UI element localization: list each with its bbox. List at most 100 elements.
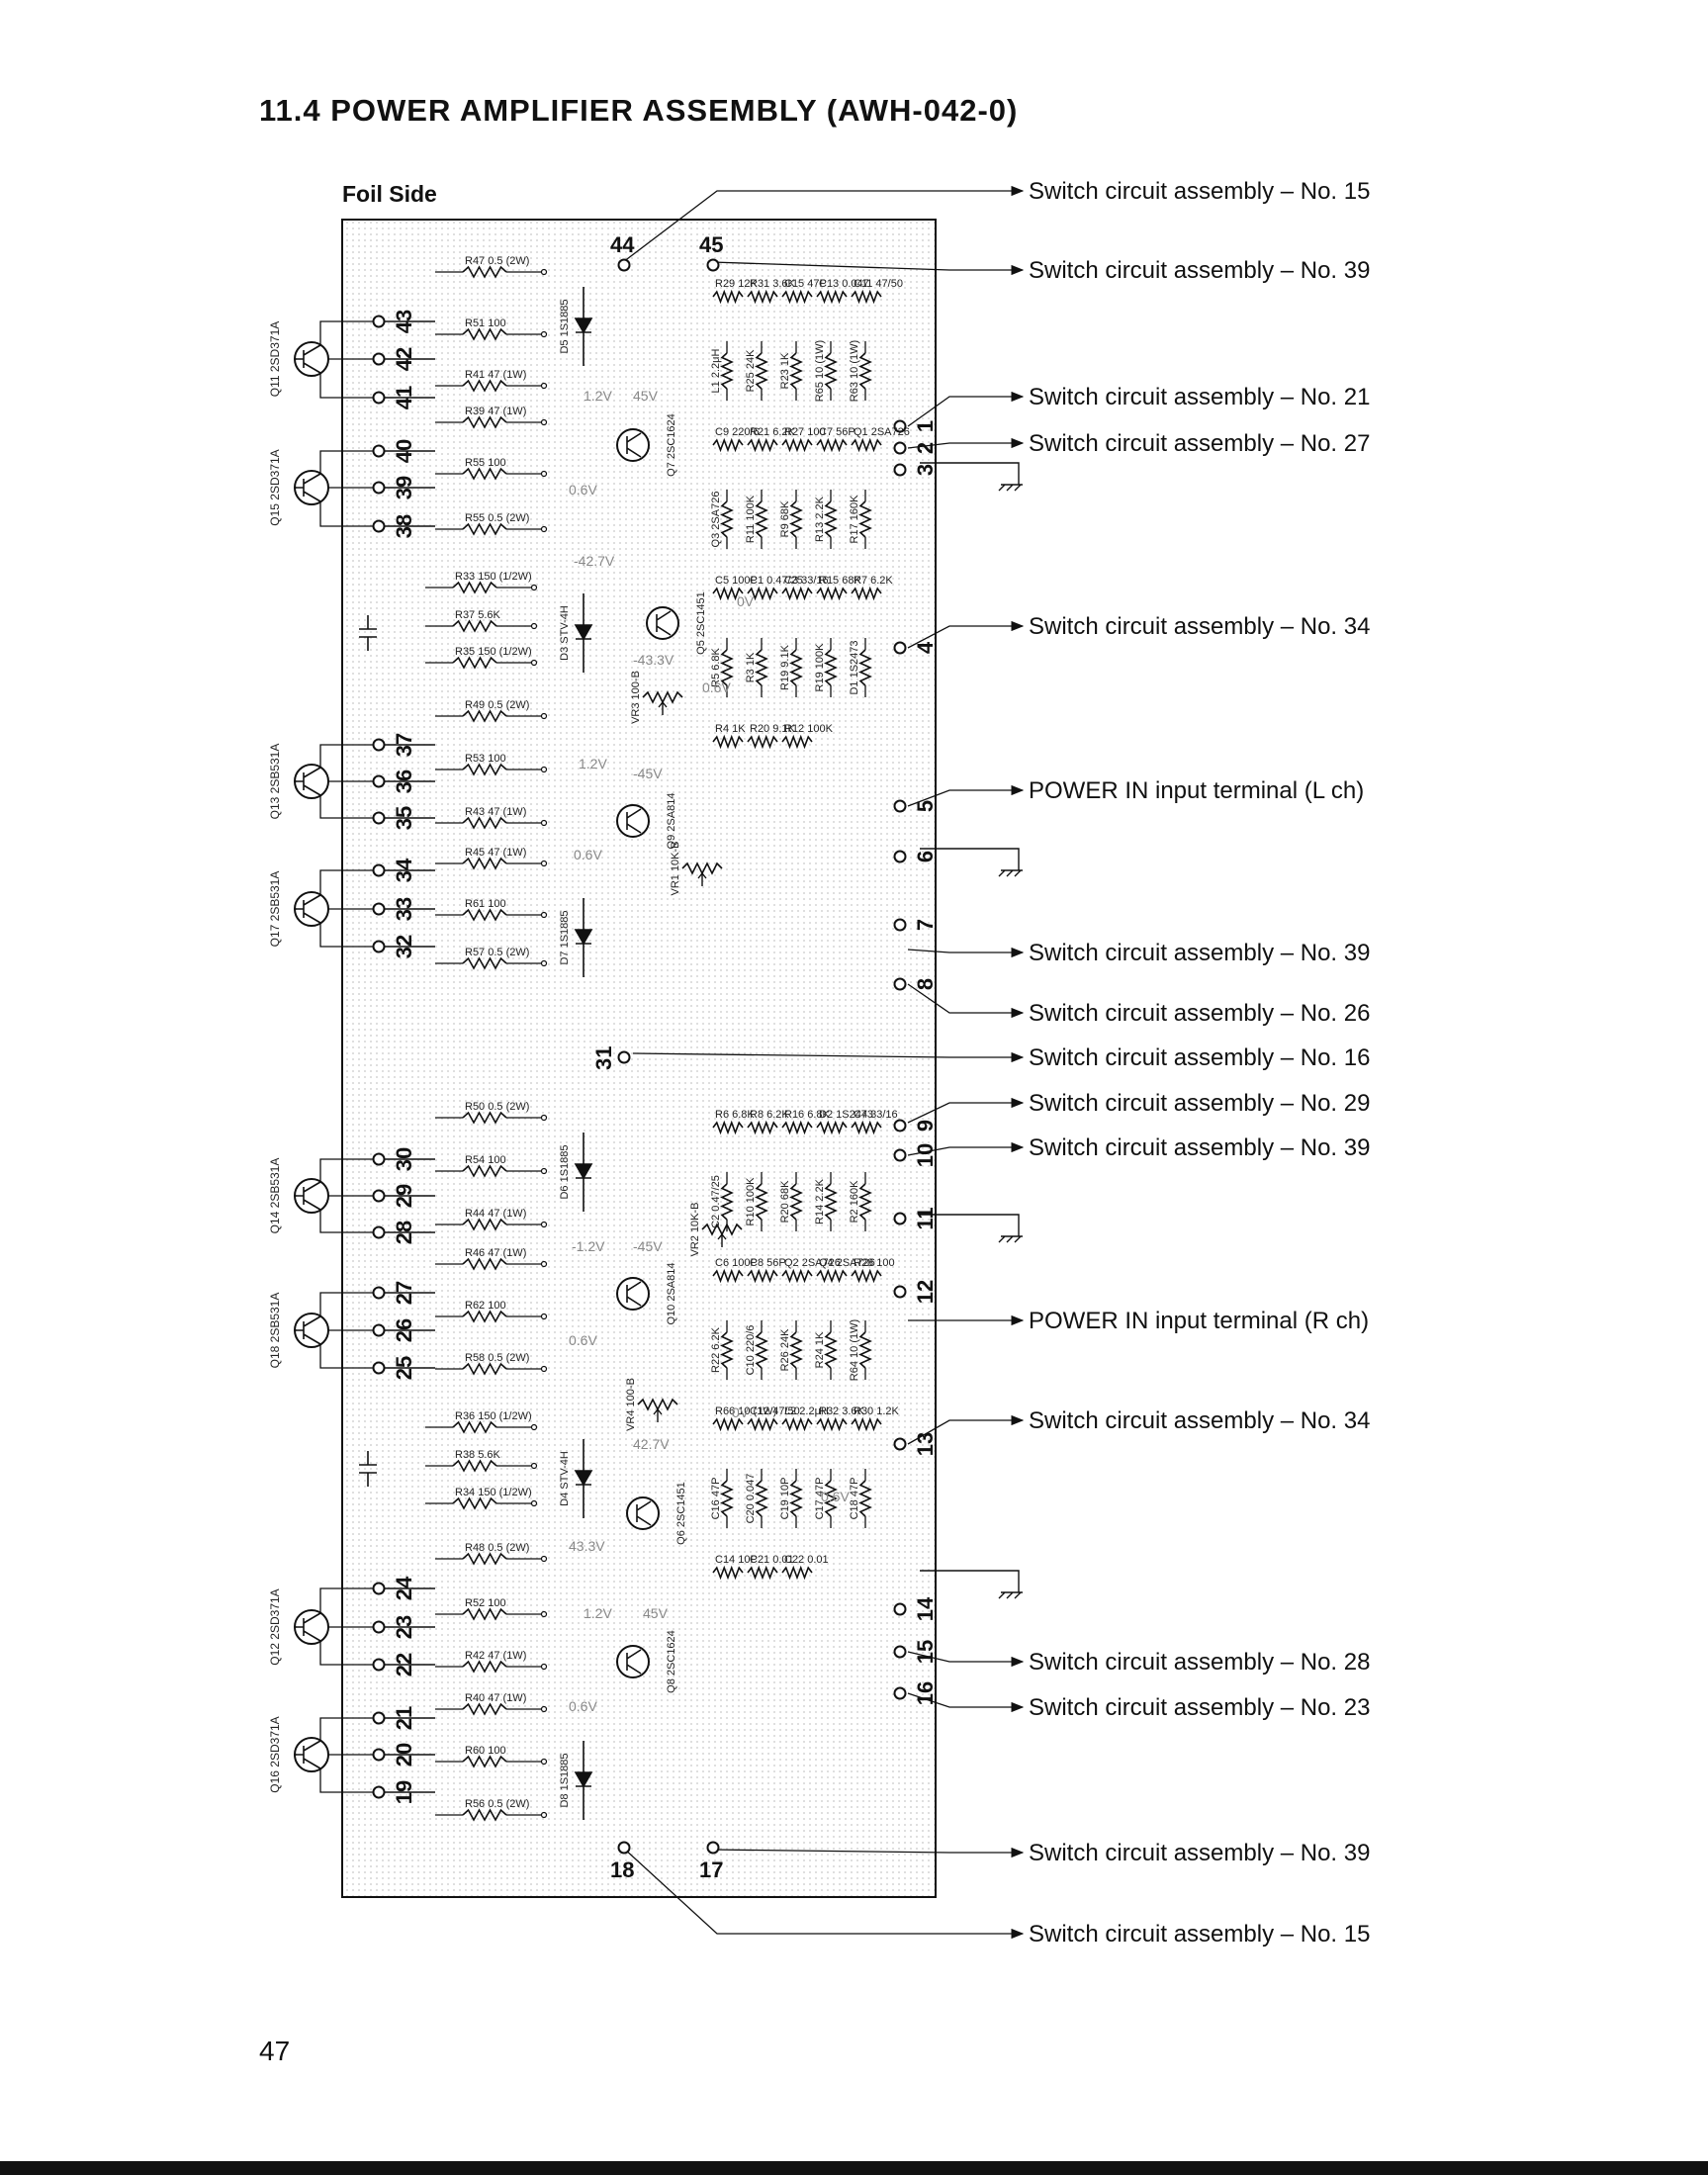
resistor-symbol [462,1164,507,1178]
diode-symbol [574,593,593,673]
solder-pad [530,1423,538,1431]
resistor-label: R33 150 (1/2W) [455,571,532,583]
part-label: R12 100K [784,723,834,735]
part-label: Q9 2SA814 [666,793,677,850]
resistor-label: R37 5.6K [455,609,501,621]
resistor-label: R56 0.5 (2W) [465,1798,529,1810]
solder-pad [540,1555,548,1563]
transistor-leads [295,1740,321,1769]
resistor-symbol [816,1416,848,1432]
terminal-pad [372,1785,386,1799]
part-label: R9 68K [779,500,791,537]
terminal-number: 41 [392,386,416,409]
bottom-rule [0,2161,1708,2175]
wiper-arrow [717,1232,727,1247]
solder-pad [540,268,548,276]
terminal-number: 29 [392,1184,416,1208]
part-label: C10 220/6 [745,1325,757,1376]
resistor-label: R52 100 [465,1597,506,1609]
terminal-pad [893,441,907,455]
solder-pad [530,1499,538,1507]
resistor-symbol [462,1111,507,1125]
voltage-label: 0.6V [569,482,597,498]
resistor-symbol [816,289,848,305]
transistor-label: Q13 2SB531A [268,744,282,820]
callout-label: Switch circuit assembly – No. 34 [1029,613,1370,640]
part-label: R6 6.8K [715,1109,755,1121]
resistor-symbol [747,1268,778,1284]
part-label: C3 33/16 [784,575,829,587]
part-label: R11 100K [745,495,757,543]
resistor-symbol [712,734,744,750]
transistor-leads [295,894,321,924]
part-label: C1 0.47/25 [750,575,803,587]
terminal-number: 35 [392,806,416,830]
part-label: R13 2.2K [814,496,826,542]
callout-label: Switch circuit assembly – No. 15 [1029,1921,1370,1948]
resistor-symbol [712,437,744,453]
solder-pad [540,819,548,827]
terminal-pad [372,811,386,825]
terminal-pad [372,519,386,533]
resistor-label: R34 150 (1/2W) [455,1487,532,1498]
callout-label: Switch circuit assembly – No. 39 [1029,1840,1370,1866]
terminal-number: 42 [392,347,416,371]
resistor-symbol [858,500,872,538]
resistor-label: R44 47 (1W) [465,1208,526,1220]
terminal-number: 32 [392,935,416,958]
resistor-symbol [858,649,872,686]
part-label: C15 47P [784,278,827,290]
terminal-number: 25 [392,1356,416,1380]
terminal-number: 28 [392,1221,416,1244]
resistor-label: R40 47 (1W) [465,1692,526,1704]
resistor-symbol [747,1565,778,1581]
solder-pad [530,659,538,667]
transistor-label: Q16 2SD371A [268,1716,282,1792]
resistor-symbol [781,437,813,453]
transistor-leads [626,1281,642,1307]
resistor-symbol [781,734,813,750]
part-label: R3 1K [745,652,757,682]
part-label: C11 47/50 [854,278,903,290]
part-label: R26 24K [779,1328,791,1371]
transistor-leads [295,767,321,796]
callout-leader [907,947,1025,958]
part-label: R5 6.8K [710,647,722,686]
terminal-pad [706,1841,720,1855]
resistor-symbol [452,619,497,633]
transistor-leads [295,1181,321,1211]
part-label: D1 1S2473 [849,640,860,694]
transistor-wiring [295,320,374,399]
solder-pad [540,525,548,533]
terminal-pad [893,1285,907,1299]
diode-symbol [574,287,593,366]
terminal-number: 21 [392,1706,416,1730]
resistor-symbol [747,734,778,750]
resistor-symbol [747,437,778,453]
callout-label: Switch circuit assembly – No. 16 [1029,1044,1370,1071]
resistor-symbol [789,1183,803,1221]
terminal-pad [893,419,907,433]
resistor-label: R45 47 (1W) [465,847,526,859]
resistor-symbol [816,1268,848,1284]
terminal-number: 4 [913,641,938,654]
transistor-label: Q15 2SD371A [268,449,282,525]
ground-symbol [920,462,1023,492]
terminal-pad [372,391,386,405]
terminal-number: 17 [699,1858,723,1882]
resistor-symbol [452,656,497,670]
voltage-label: 1.2V [584,1605,612,1621]
part-label: R32 3.6K [819,1405,865,1417]
resistor-symbol [462,265,507,279]
part-label: R2 160K [849,1180,860,1223]
part-label: R20 68K [779,1180,791,1223]
solder-pad [540,1167,548,1175]
terminal-number: 5 [913,800,938,812]
resistor-symbol [789,352,803,390]
part-label: R10 100K [745,1177,757,1226]
callout-leader [907,1141,1025,1156]
